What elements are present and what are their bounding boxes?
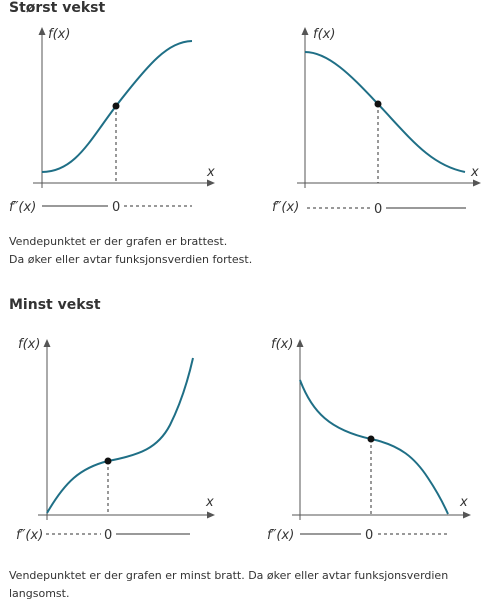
- y-axis-label: f(x): [313, 27, 335, 42]
- caption-line: Vendepunktet er der grafen er brattest.: [9, 235, 228, 248]
- heading-minst-vekst: Minst vekst: [9, 297, 101, 313]
- inflection-point: [367, 435, 375, 443]
- y-axis-label: f(x): [271, 337, 293, 352]
- x-axis-label: x: [470, 165, 479, 180]
- y-axis-arrow: [38, 27, 46, 35]
- zero-label: 0: [365, 528, 373, 543]
- x-axis-arrow: [207, 511, 215, 519]
- inflection-point: [112, 102, 120, 110]
- caption-storst-vekst: Vendepunktet er der grafen er brattest. …: [9, 233, 489, 269]
- caption-line: langsomst.: [9, 587, 70, 600]
- x-axis-label: x: [205, 495, 214, 510]
- inflection-point: [374, 100, 382, 108]
- y-axis-label: f(x): [18, 337, 40, 352]
- zero-label: 0: [374, 202, 382, 217]
- y-axis-arrow: [43, 339, 51, 347]
- caption-line: Da øker eller avtar funksjonsverdien for…: [9, 253, 253, 266]
- zero-label: 0: [104, 528, 112, 543]
- y-axis-label: f(x): [48, 27, 70, 42]
- x-axis-label: x: [459, 495, 468, 510]
- x-axis-arrow: [463, 511, 471, 519]
- zero-label: 0: [112, 200, 120, 215]
- second-derivative-label: f″(x): [16, 528, 43, 543]
- heading-storst-vekst: Størst vekst: [9, 0, 106, 16]
- caption-minst-vekst: Vendepunktet er der grafen er minst brat…: [9, 567, 489, 603]
- second-derivative-label: f″(x): [267, 528, 294, 543]
- second-derivative-label: f″(x): [272, 200, 299, 215]
- function-curve: [299, 379, 449, 515]
- x-axis-arrow: [473, 179, 481, 187]
- second-derivative-label: f″(x): [9, 200, 36, 215]
- function-curve: [46, 357, 194, 514]
- inflection-point: [104, 457, 112, 465]
- x-axis-arrow: [207, 179, 215, 187]
- graph-increasing-flattest: f(x) x f″(x) 0: [16, 337, 215, 543]
- inflection-diagrams-bottom: f(x) x f″(x) 0 f(x) x f″(x) 0: [16, 337, 471, 543]
- inflection-diagrams-top: f(x) x f″(x) 0 f(x) x f″(x) 0: [9, 27, 481, 217]
- x-axis-label: x: [206, 165, 215, 180]
- caption-line: Vendepunktet er der grafen er minst brat…: [9, 569, 449, 582]
- graph-decreasing-flattest: f(x) x f″(x) 0: [267, 337, 471, 543]
- graph-increasing-steepest: f(x) x f″(x) 0: [9, 27, 215, 215]
- y-axis-arrow: [301, 27, 309, 35]
- graph-decreasing-steepest: f(x) x f″(x) 0: [272, 27, 481, 217]
- y-axis-arrow: [296, 339, 304, 347]
